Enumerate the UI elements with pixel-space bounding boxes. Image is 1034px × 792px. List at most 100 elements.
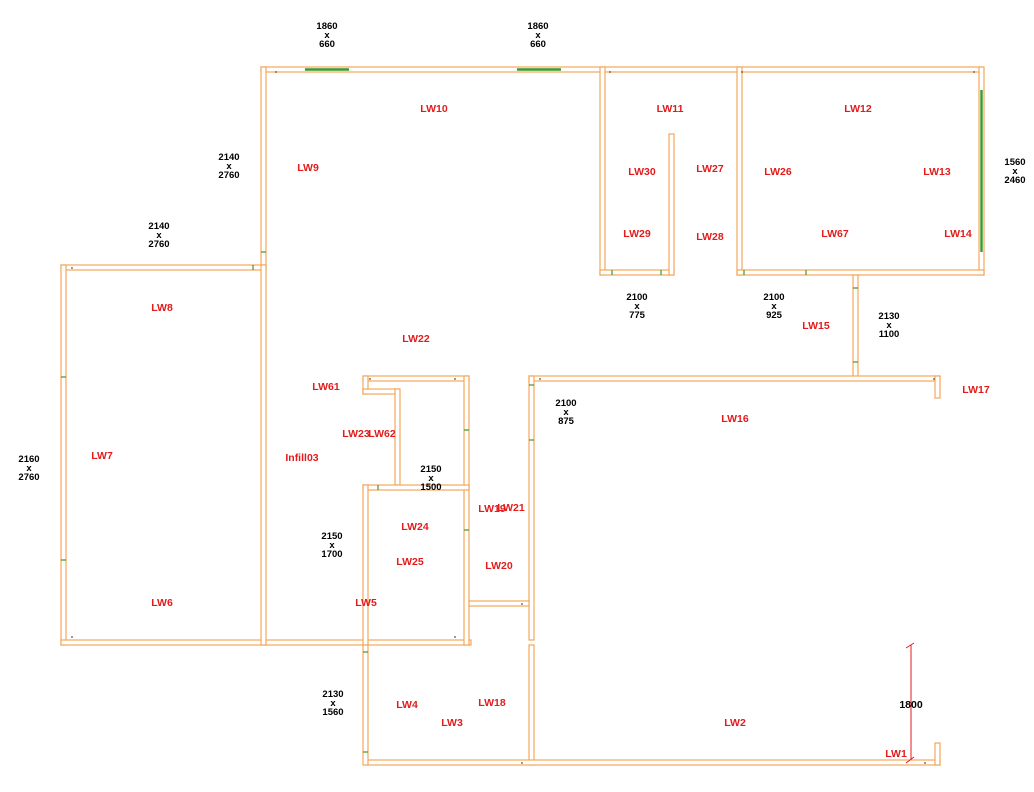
dimension-height: 2460 — [1004, 175, 1025, 186]
wall-lw16[interactable] — [528, 375, 941, 382]
dimension-height: 660 — [530, 39, 546, 50]
dimension-height: 1560 — [322, 707, 343, 718]
wall-label-lw27[interactable]: LW27 — [696, 163, 724, 175]
dimension-separator: x — [26, 463, 32, 474]
wall-lw29[interactable] — [599, 269, 675, 276]
dimension-width: 2100 — [626, 292, 647, 303]
dimension-separator: x — [535, 30, 541, 41]
wall-lw26[interactable] — [736, 66, 743, 276]
wall-lw24[interactable] — [362, 484, 470, 491]
wall-label-lw7[interactable]: LW7 — [91, 450, 113, 462]
wall-label-lw18[interactable]: LW18 — [478, 697, 506, 709]
wall-lw30[interactable] — [599, 66, 606, 276]
wall-label-lw13[interactable]: LW13 — [923, 166, 951, 178]
wall-label-lw16[interactable]: LW16 — [721, 413, 749, 425]
wall-lw1[interactable] — [365, 759, 941, 766]
wall-lw62[interactable] — [394, 388, 401, 486]
wall-lw17[interactable] — [934, 375, 941, 399]
opening-dimensions: 1860x6601860x6601560x24602140x27602140x2… — [18, 21, 1025, 718]
wall-lw5[interactable] — [362, 484, 369, 646]
dimension-height: 660 — [319, 39, 335, 50]
wall-label-lw4[interactable]: LW4 — [396, 699, 418, 711]
node — [275, 71, 277, 73]
wall-label-lw6[interactable]: LW6 — [151, 597, 173, 609]
wall-label-lw26[interactable]: LW26 — [764, 166, 792, 178]
wall-lw8-right[interactable] — [260, 264, 267, 646]
wall-label-infill03[interactable]: Infill03 — [285, 452, 318, 464]
wall-lw21[interactable] — [463, 375, 470, 646]
dimension-height: 2760 — [218, 170, 239, 181]
wall-label-lw15[interactable]: LW15 — [802, 320, 830, 332]
dimension-width: 2100 — [555, 398, 576, 409]
node — [539, 378, 541, 380]
wall-label-lw24[interactable]: LW24 — [401, 521, 429, 533]
wall-lw4[interactable] — [362, 644, 369, 766]
dimension-width: 1860 — [316, 21, 337, 32]
wall-label-lw1[interactable]: LW1 — [885, 748, 907, 760]
dimension-height: 2760 — [18, 472, 39, 483]
wall-label-lw19[interactable]: LW19 — [478, 503, 506, 515]
wall-lw19-link[interactable] — [468, 600, 530, 607]
dimension-height: 1500 — [420, 482, 441, 493]
wall-label-lw30[interactable]: LW30 — [628, 166, 656, 178]
wall-label-lw29[interactable]: LW29 — [623, 228, 651, 240]
dimension-separator: x — [329, 540, 335, 551]
wall-label-lw61[interactable]: LW61 — [312, 381, 340, 393]
node — [521, 603, 523, 605]
wall-label-lw62[interactable]: LW62 — [368, 428, 396, 440]
node — [924, 762, 926, 764]
wall-label-lw8[interactable]: LW8 — [151, 302, 173, 314]
wall-label-lw20[interactable]: LW20 — [485, 560, 513, 572]
node — [609, 71, 611, 73]
wall-label-lw22[interactable]: LW22 — [402, 333, 430, 345]
wall-lw2-left[interactable] — [528, 644, 535, 766]
node — [933, 378, 935, 380]
dimension-separator: x — [428, 473, 434, 484]
wall-label-lw3[interactable]: LW3 — [441, 717, 463, 729]
wall-label-lw11[interactable]: LW11 — [657, 103, 684, 115]
wall-lw61[interactable] — [362, 375, 470, 382]
wall-lw9[interactable] — [260, 66, 267, 268]
wall-label-lw17[interactable]: LW17 — [962, 384, 990, 396]
dimension-height: 2760 — [148, 239, 169, 250]
dimension-width: 2150 — [420, 464, 441, 475]
dimension-width: 2140 — [148, 221, 169, 232]
dimension-separator: x — [156, 230, 162, 241]
wall-label-lw10[interactable]: LW10 — [420, 103, 448, 115]
wall-label-lw9[interactable]: LW9 — [297, 162, 319, 174]
wall-label-lw67[interactable]: LW67 — [821, 228, 849, 240]
dimension-separator: x — [771, 301, 777, 312]
wall-label-lw25[interactable]: LW25 — [396, 556, 424, 568]
wall-lw7[interactable] — [60, 264, 67, 646]
wall-lw1-return[interactable] — [934, 742, 941, 766]
dimension-height: 775 — [629, 310, 646, 321]
wall-lw61-inner[interactable] — [362, 388, 400, 395]
node — [973, 71, 975, 73]
wall-label-lw28[interactable]: LW28 — [696, 231, 724, 243]
wall-lw20[interactable] — [528, 375, 535, 641]
wall-lw27[interactable] — [668, 133, 675, 276]
openings — [61, 68, 983, 753]
wall-label-lw14[interactable]: LW14 — [944, 228, 972, 240]
wall-label-lw2[interactable]: LW2 — [724, 717, 746, 729]
wall-label-lw23[interactable]: LW23 — [342, 428, 370, 440]
wall-label-lw5[interactable]: LW5 — [355, 597, 377, 609]
wall-label-lw21[interactable]: LW21 — [497, 502, 525, 514]
dimension-height: 875 — [558, 416, 575, 427]
wall-label-lw12[interactable]: LW12 — [844, 103, 872, 115]
wall-lw10[interactable] — [260, 66, 982, 73]
node — [521, 762, 523, 764]
wall-lw8[interactable] — [60, 264, 267, 271]
wall-lw67[interactable] — [736, 269, 985, 276]
